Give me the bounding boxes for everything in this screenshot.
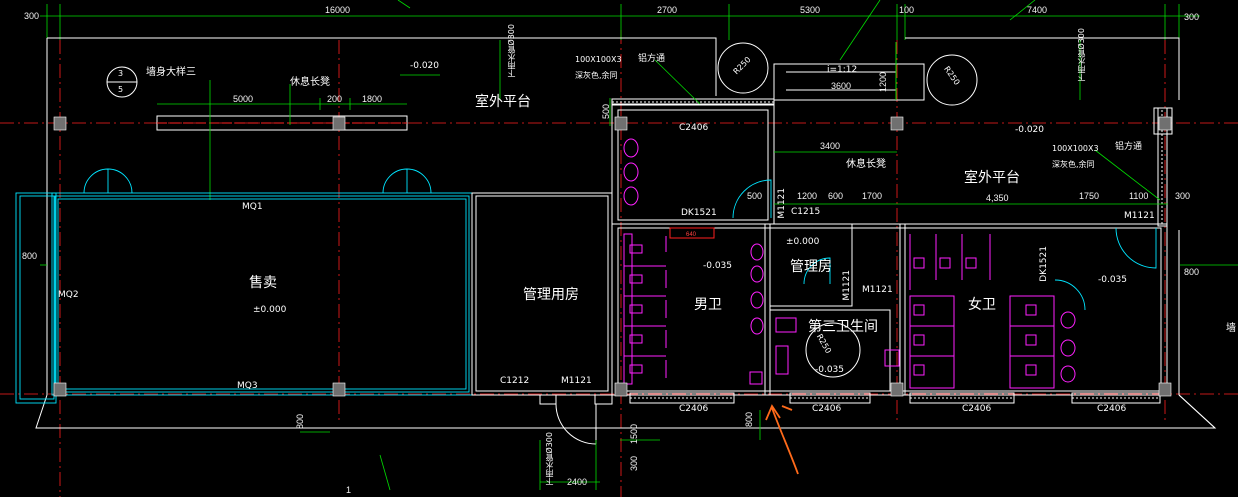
elev-third: -0.035 <box>815 365 845 375</box>
elev-sales: ±0.000 <box>253 305 287 315</box>
dim-800-bottom-b: 800 <box>744 412 754 428</box>
dimension-lines <box>40 40 1238 491</box>
bottom-windows <box>629 392 1161 404</box>
outdoor-platform-top: 室外平台 <box>475 94 531 110</box>
room-management-small: 管理房 <box>790 259 832 275</box>
management-walls <box>471 192 613 445</box>
top-railing <box>611 98 1173 227</box>
room-management: 管理用房 <box>523 287 579 303</box>
toilet-block-walls <box>611 103 1168 396</box>
dim-800-left: 800 <box>22 251 38 261</box>
dim-3600: 3600 <box>831 81 852 91</box>
axis-1: 1 <box>346 485 352 495</box>
tag-mq2: MQ2 <box>58 290 79 300</box>
edge-char: 墙 <box>1226 323 1236 334</box>
annotation-arrow <box>765 404 799 475</box>
tree-circles <box>106 42 978 378</box>
axis-lines <box>0 30 1238 497</box>
room-womens-toilet: 女卫 <box>968 297 996 313</box>
tag-m1121-d: M1121 <box>561 376 592 386</box>
dim-1200: 1200 <box>797 191 818 201</box>
dim-1100: 1100 <box>1129 191 1149 201</box>
detail-num-bottom: 5 <box>118 85 124 94</box>
sales-curtain-wall <box>15 192 473 404</box>
detail-num-top: 3 <box>118 69 124 78</box>
dim-200: 200 <box>327 94 343 104</box>
tag-m1121-e: M1121 <box>1124 211 1155 221</box>
columns <box>53 116 1172 397</box>
downspout-top-left: 下雨水管Ø300 <box>507 24 516 78</box>
tag-m1121-c: M1121 <box>862 285 893 295</box>
tag-dk1521-a: DK1521 <box>681 208 717 218</box>
bench-dim <box>157 74 440 200</box>
bench-top <box>156 115 408 131</box>
railing-spec-1: 100X100X3 <box>575 55 622 64</box>
dim-800-bottom-a: 800 <box>295 414 305 430</box>
dim-300-right-mid: 300 <box>1175 191 1191 201</box>
dim-600: 600 <box>828 191 844 201</box>
bench-label-right: 休息长凳 <box>846 159 886 170</box>
dim-300-left: 300 <box>24 11 40 21</box>
railing-spec-2b: 深灰色,余同 <box>1052 160 1095 169</box>
dim-2400: 2400 <box>567 477 588 487</box>
room-mens-toilet: 男卫 <box>694 297 722 313</box>
dim-1800: 1800 <box>362 94 383 104</box>
elev-top-right: -0.020 <box>1015 125 1045 135</box>
dim-500-a: 500 <box>601 104 611 120</box>
detail-title: 墙身大样三 <box>146 67 196 78</box>
room-third-toilet: 第三卫生间 <box>808 319 878 335</box>
dim-16000: 16000 <box>325 5 351 15</box>
outdoor-platform-right: 室外平台 <box>964 170 1020 186</box>
tag-m1121-a: M1121 <box>777 188 787 219</box>
ramp <box>773 42 925 101</box>
room-sales: 售卖 <box>249 275 277 291</box>
dim-5000: 5000 <box>233 94 254 104</box>
tag-c1215: C1215 <box>791 207 821 217</box>
dim-300-right: 300 <box>1184 12 1200 22</box>
dim-7400: 7400 <box>1027 5 1048 15</box>
dim-2700: 2700 <box>657 5 678 15</box>
tag-dk1521-b: DK1521 <box>1039 246 1049 282</box>
tag-mq3: MQ3 <box>237 381 258 391</box>
elev-top-left: -0.020 <box>410 61 440 71</box>
toilet-doors <box>732 179 1157 311</box>
sales-doors <box>83 168 432 194</box>
tag-mq1: MQ1 <box>242 202 263 212</box>
tag-c2406-b3: C2406 <box>962 404 992 414</box>
fixtures <box>623 138 1076 389</box>
dim-5300: 5300 <box>800 5 821 15</box>
dim-4350: 4,350 <box>986 193 1009 203</box>
dim-300-bottom: 300 <box>629 456 639 472</box>
railing-label-1: 铝方通 <box>638 54 666 64</box>
dim-1200-ramp: 1200 <box>878 72 888 93</box>
downspout-top-right: 下雨水管Ø300 <box>1077 28 1086 82</box>
ramp-slope: i=1:12 <box>827 65 858 75</box>
railing-spec-2: 100X100X3 <box>1052 144 1099 153</box>
elev-men: -0.035 <box>703 261 733 271</box>
dim-640: 640 <box>686 232 697 238</box>
downspout-bottom: 下雨水管Ø300 <box>545 432 554 486</box>
railing-spec-1b: 深灰色,余同 <box>575 71 618 80</box>
dim-3400: 3400 <box>820 141 841 151</box>
tag-c1212: C1212 <box>500 376 530 386</box>
dim-1700: 1700 <box>862 191 883 201</box>
dim-1500: 1500 <box>629 424 639 445</box>
tag-c2406-b1: C2406 <box>679 404 709 414</box>
tag-c2406-b2: C2406 <box>812 404 842 414</box>
bench-label-top: 休息长凳 <box>290 77 330 88</box>
dim-100: 100 <box>899 5 915 15</box>
dim-500-b: 500 <box>747 191 763 201</box>
platform-outline <box>35 37 1217 429</box>
railing-label-2: 铝方通 <box>1115 142 1143 152</box>
tag-m1121-b: M1121 <box>842 270 852 301</box>
dim-1750: 1750 <box>1079 191 1100 201</box>
tag-c2406-b4: C2406 <box>1097 404 1127 414</box>
dim-800-right: 800 <box>1184 267 1200 277</box>
elev-women: -0.035 <box>1098 275 1128 285</box>
top-dimension-chain <box>40 0 1200 61</box>
elev-mgmt2: ±0.000 <box>786 237 820 247</box>
tag-c2406-top: C2406 <box>679 123 709 133</box>
door-strip <box>669 227 715 239</box>
